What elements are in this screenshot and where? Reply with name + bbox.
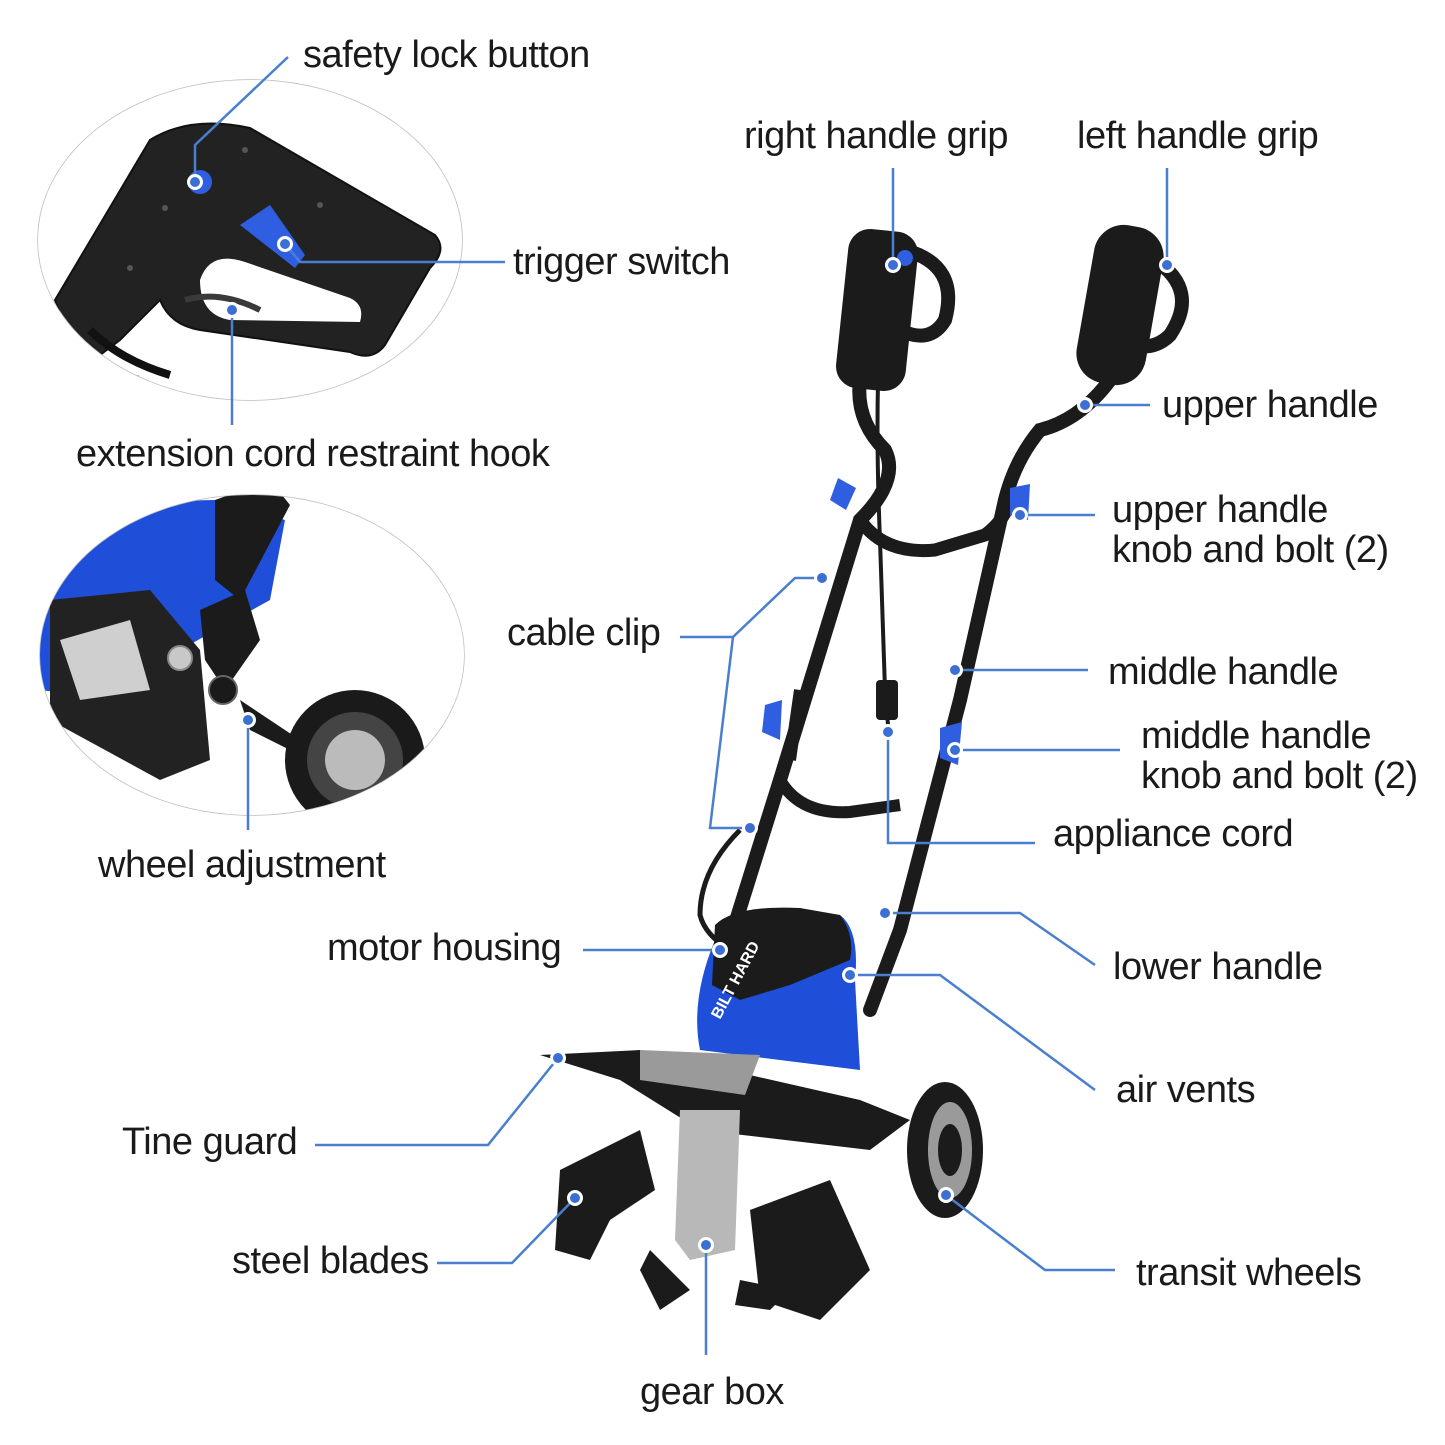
label-right-handle-grip: right handle grip: [744, 115, 1009, 157]
callout-dot-tine-guard: [553, 1053, 563, 1063]
callout-dot-left-grip: [1162, 260, 1172, 270]
callout-dot-cord-hook: [227, 305, 237, 315]
label-upper-handle-knob-line1: upper handle: [1112, 489, 1328, 531]
label-upper-handle-knob-line2: knob and bolt (2): [1112, 529, 1389, 571]
callout-dot-right-grip: [888, 260, 898, 270]
callout-dot-gear-box: [701, 1240, 711, 1250]
callout-dot-upper-handle: [1080, 400, 1090, 410]
label-steel-blades: steel blades: [232, 1240, 429, 1282]
label-appliance-cord: appliance cord: [1053, 813, 1294, 855]
label-gear-box: gear box: [640, 1371, 784, 1413]
label-upper-handle: upper handle: [1162, 384, 1378, 426]
callout-dot-middle-knob: [950, 745, 960, 755]
wheel-detail-inset: [39, 494, 465, 816]
leader-tine-guard: [315, 1057, 559, 1147]
leader-cable-clip-lower: [708, 636, 750, 830]
callout-dot-wheel-adjust: [243, 715, 253, 725]
callout-dot-appliance-cord: [883, 727, 893, 737]
callout-dot-trigger: [280, 239, 290, 249]
callout-dot-steel-blades: [570, 1193, 580, 1203]
leader-transit-wheels: [945, 1194, 1115, 1272]
callout-dot-middle-handle: [950, 665, 960, 675]
label-middle-handle-knob-line1: middle handle: [1141, 715, 1372, 757]
label-extension-cord-restraint-hook: extension cord restraint hook: [76, 433, 550, 475]
label-trigger-switch: trigger switch: [513, 241, 730, 283]
callout-dot-upper-knob: [1015, 510, 1025, 520]
label-middle-handle-knob-line2: knob and bolt (2): [1141, 755, 1418, 797]
label-middle-handle: middle handle: [1108, 651, 1339, 693]
callout-dot-lower-handle: [880, 908, 890, 918]
label-wheel-adjustment: wheel adjustment: [98, 844, 386, 886]
leader-lower-handle: [885, 911, 1096, 967]
callout-dot-cable-clip-bottom: [745, 823, 755, 833]
leader-air-vents: [850, 973, 1096, 1092]
leader-appliance-cord: [886, 732, 1035, 845]
leader-cable-clip: [680, 576, 822, 639]
leader-safety-lock: [193, 56, 289, 182]
label-air-vents: air vents: [1116, 1069, 1256, 1111]
leader-lines: [193, 56, 1169, 1355]
label-left-handle-grip: left handle grip: [1077, 115, 1319, 157]
handle-detail-inset: [37, 79, 463, 401]
callout-dots: [187, 174, 1175, 1253]
callout-dot-motor-housing: [715, 945, 725, 955]
label-tine-guard: Tine guard: [122, 1121, 298, 1163]
callout-dot-air-vents: [845, 970, 855, 980]
label-safety-lock-button: safety lock button: [303, 34, 590, 76]
label-lower-handle: lower handle: [1113, 946, 1323, 988]
callout-dot-transit-wheels: [941, 1190, 951, 1200]
label-motor-housing: motor housing: [327, 927, 562, 969]
tiller-illustration: BILT HARD: [540, 224, 1189, 1320]
label-cable-clip: cable clip: [507, 612, 661, 654]
leader-steel-blades: [437, 1197, 576, 1265]
callout-dot-cable-clip-top: [817, 573, 827, 583]
label-transit-wheels: transit wheels: [1136, 1252, 1362, 1294]
callout-dot-safety-lock: [190, 177, 200, 187]
